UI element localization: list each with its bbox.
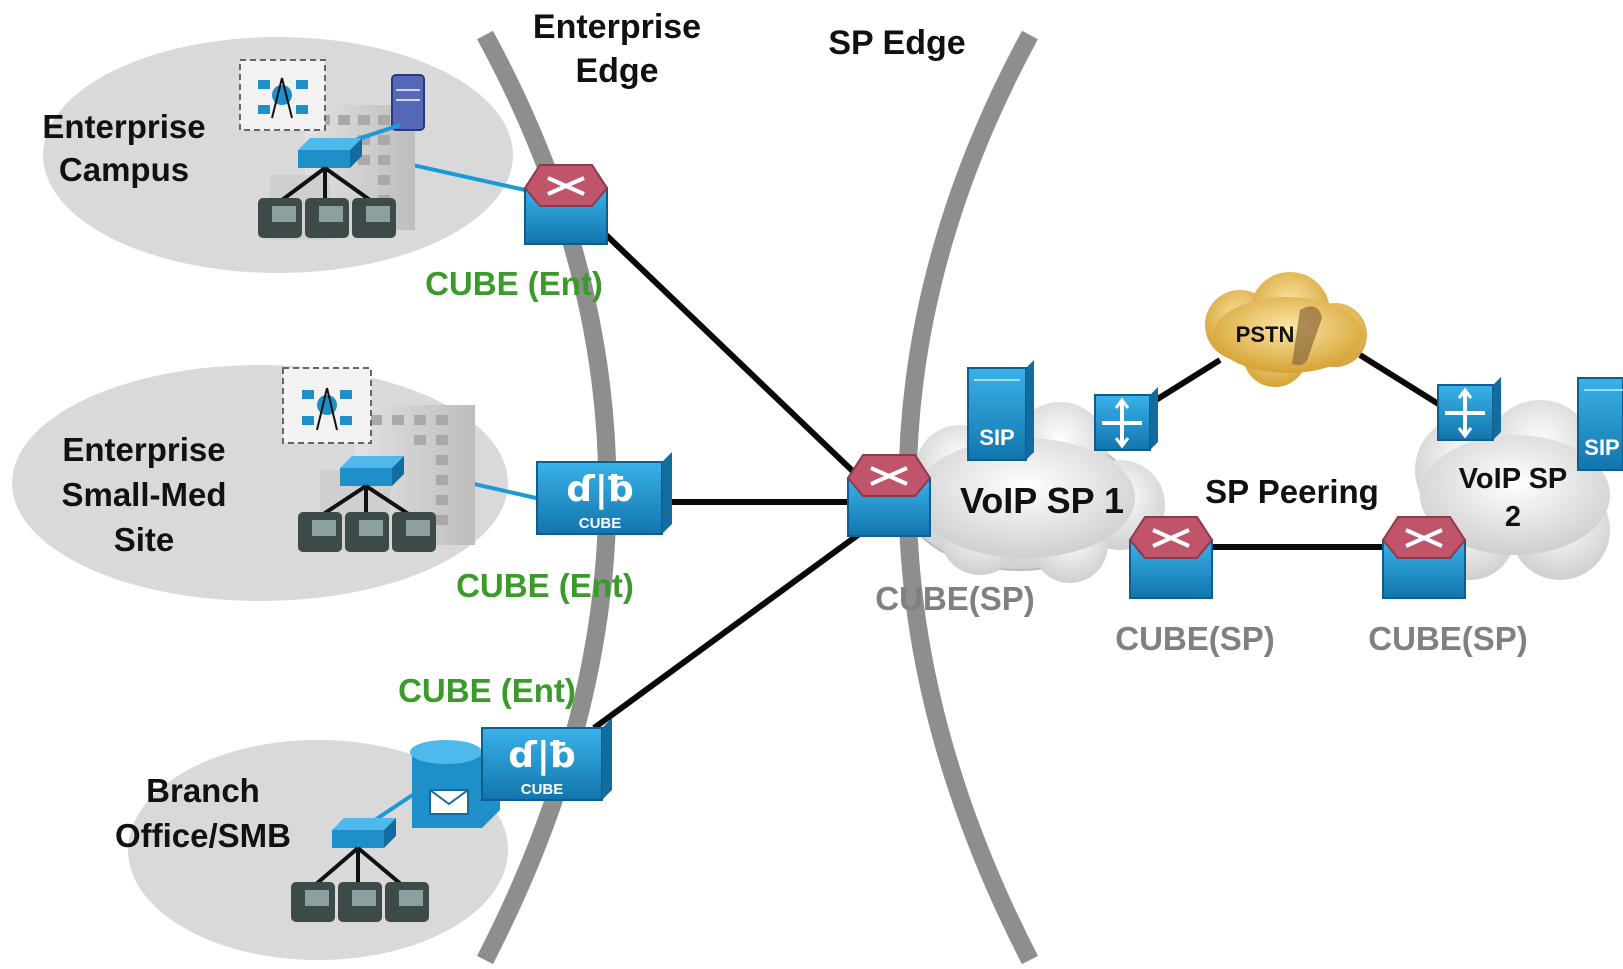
campus-cube-router-icon — [523, 164, 609, 245]
campus-call-manager-icon — [239, 59, 326, 131]
small-med-site-label-line: Small-Med — [61, 476, 226, 513]
sp-edge-cube-sp-label: CUBE(SP) — [875, 580, 1035, 617]
sp1-peering-cube-router-icon — [1128, 516, 1214, 599]
sp-edge-label: SP Edge — [828, 24, 965, 62]
branch-ip-phones-icon — [291, 882, 429, 922]
small-med-site-label-line: Enterprise — [62, 431, 225, 468]
pstn-label: PSTN — [1236, 322, 1295, 347]
enterprise-edge-label-line: Enterprise — [533, 8, 701, 46]
small-med-cube-appliance-icon: ɗ|ƀ CUBE — [536, 452, 672, 535]
sp2-sip-server-icon: SIP — [1577, 377, 1623, 471]
enterprise-edge-label-line: Edge — [575, 52, 658, 90]
sp2-peering-cube-sp-label: CUBE(SP) — [1368, 620, 1528, 657]
branch-router-icon — [410, 740, 500, 828]
sip-badge-label: SIP — [979, 425, 1014, 450]
sp1-pstn-gateway-icon — [1094, 387, 1158, 451]
voip-sp2-label: VoIP SP 2 — [1459, 463, 1568, 533]
cube-badge-label: CUBE — [521, 781, 564, 798]
sp-edge-cube-router-icon — [846, 454, 932, 537]
campus-server-icon — [391, 74, 425, 131]
small-med-cube-ent-label: CUBE (Ent) — [456, 567, 634, 604]
svg-text:ɗ|ƀ: ɗ|ƀ — [508, 735, 575, 776]
small-med-site-label-line: Site — [114, 521, 175, 558]
cube-badge-label: CUBE — [579, 515, 622, 532]
sp2-pstn-gateway-icon — [1437, 377, 1501, 441]
voip-sp1-label: VoIP SP 1 — [960, 480, 1124, 521]
svg-text:ɗ|ƀ: ɗ|ƀ — [566, 469, 633, 510]
small-med-ip-phones-icon — [298, 512, 436, 552]
wan-links — [592, 229, 1442, 731]
campus-cube-ent-label: CUBE (Ent) — [425, 265, 603, 302]
voip-sp2-label-line: 2 — [1505, 501, 1521, 533]
small-med-switch-icon — [340, 456, 404, 486]
small-med-call-manager-icon — [282, 367, 372, 444]
sp-peering-label: SP Peering — [1205, 473, 1379, 510]
sip-badge-label: SIP — [1584, 435, 1619, 460]
campus-ip-phones-icon — [258, 198, 396, 238]
voip-sp1-cloud — [904, 402, 1165, 583]
campus-site-label-line: Enterprise — [42, 108, 205, 145]
campus-site-label-line: Campus — [59, 151, 189, 188]
branch-site-label-line: Office/SMB — [115, 817, 291, 854]
sp1-sip-server-icon: SIP — [967, 360, 1034, 461]
sp2-peering-cube-router-icon — [1381, 516, 1467, 599]
voip-sp2-label-line: VoIP SP — [1459, 463, 1568, 495]
branch-switch-icon — [332, 818, 396, 848]
campus-switch-icon — [298, 138, 362, 168]
pstn-cloud — [1205, 272, 1367, 387]
branch-site-label-line: Branch — [146, 772, 260, 809]
branch-cube-ent-label: CUBE (Ent) — [398, 672, 576, 709]
branch-cube-appliance-icon: ɗ|ƀ CUBE — [481, 718, 612, 801]
sp1-peering-cube-sp-label: CUBE(SP) — [1115, 620, 1275, 657]
